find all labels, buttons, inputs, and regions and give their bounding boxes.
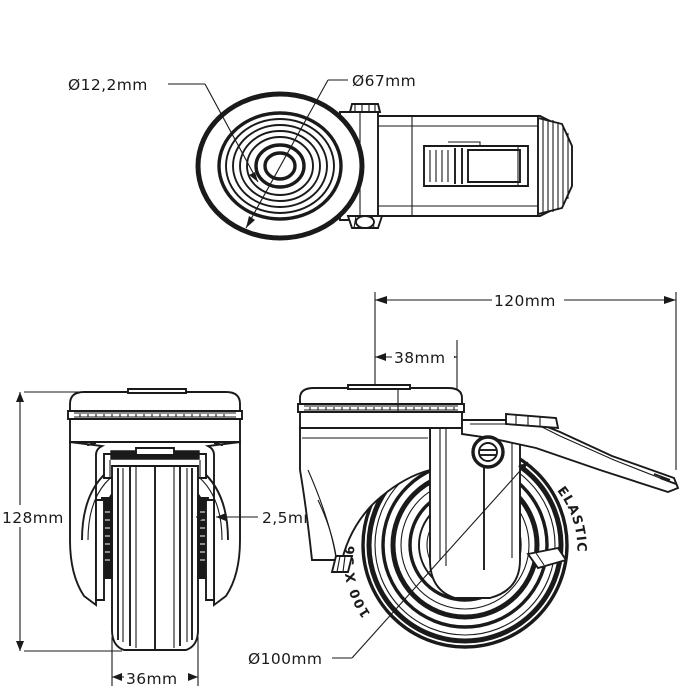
- front-view-group: 128mm 36mm 2,5mm: [0, 388, 319, 688]
- top-view-brake-body: [339, 103, 573, 229]
- dimension-height-128: 128mm: [0, 391, 122, 652]
- dim-label-38mm: 38mm: [394, 349, 446, 367]
- dimension-width-36: 36mm: [111, 637, 199, 688]
- dimension-thickness-2-5: 2,5mm: [196, 509, 319, 527]
- dimension-length-38: 38mm: [375, 340, 458, 412]
- dim-label-dia-67: Ø67mm: [352, 72, 416, 90]
- dim-label-2-5mm: 2,5mm: [262, 509, 319, 527]
- dim-label-120mm: 120mm: [494, 292, 556, 310]
- front-view-mounting-plate: [67, 388, 243, 443]
- dim-label-36mm: 36mm: [126, 670, 178, 688]
- side-view-mounting-plate: [297, 384, 465, 429]
- side-view-group: 120mm 38mm: [248, 289, 680, 668]
- side-view-brake-lever: [461, 412, 680, 570]
- dim-label-dia-100mm: Ø100mm: [248, 650, 322, 668]
- side-view-fork: [299, 424, 521, 599]
- dim-label-dia-12-2: Ø12,2mm: [68, 76, 148, 94]
- dimension-leader-dia-100: Ø100mm: [248, 461, 529, 668]
- dim-label-128mm: 128mm: [2, 509, 64, 527]
- front-view-wheel: [95, 465, 215, 651]
- dimension-leader-dia-67: Ø67mm: [245, 72, 416, 229]
- dimension-leader-dia-12-2: Ø12,2mm: [68, 76, 259, 183]
- top-view-group: Ø12,2mm Ø67mm: [68, 72, 573, 241]
- dimension-length-120: 120mm: [374, 289, 677, 470]
